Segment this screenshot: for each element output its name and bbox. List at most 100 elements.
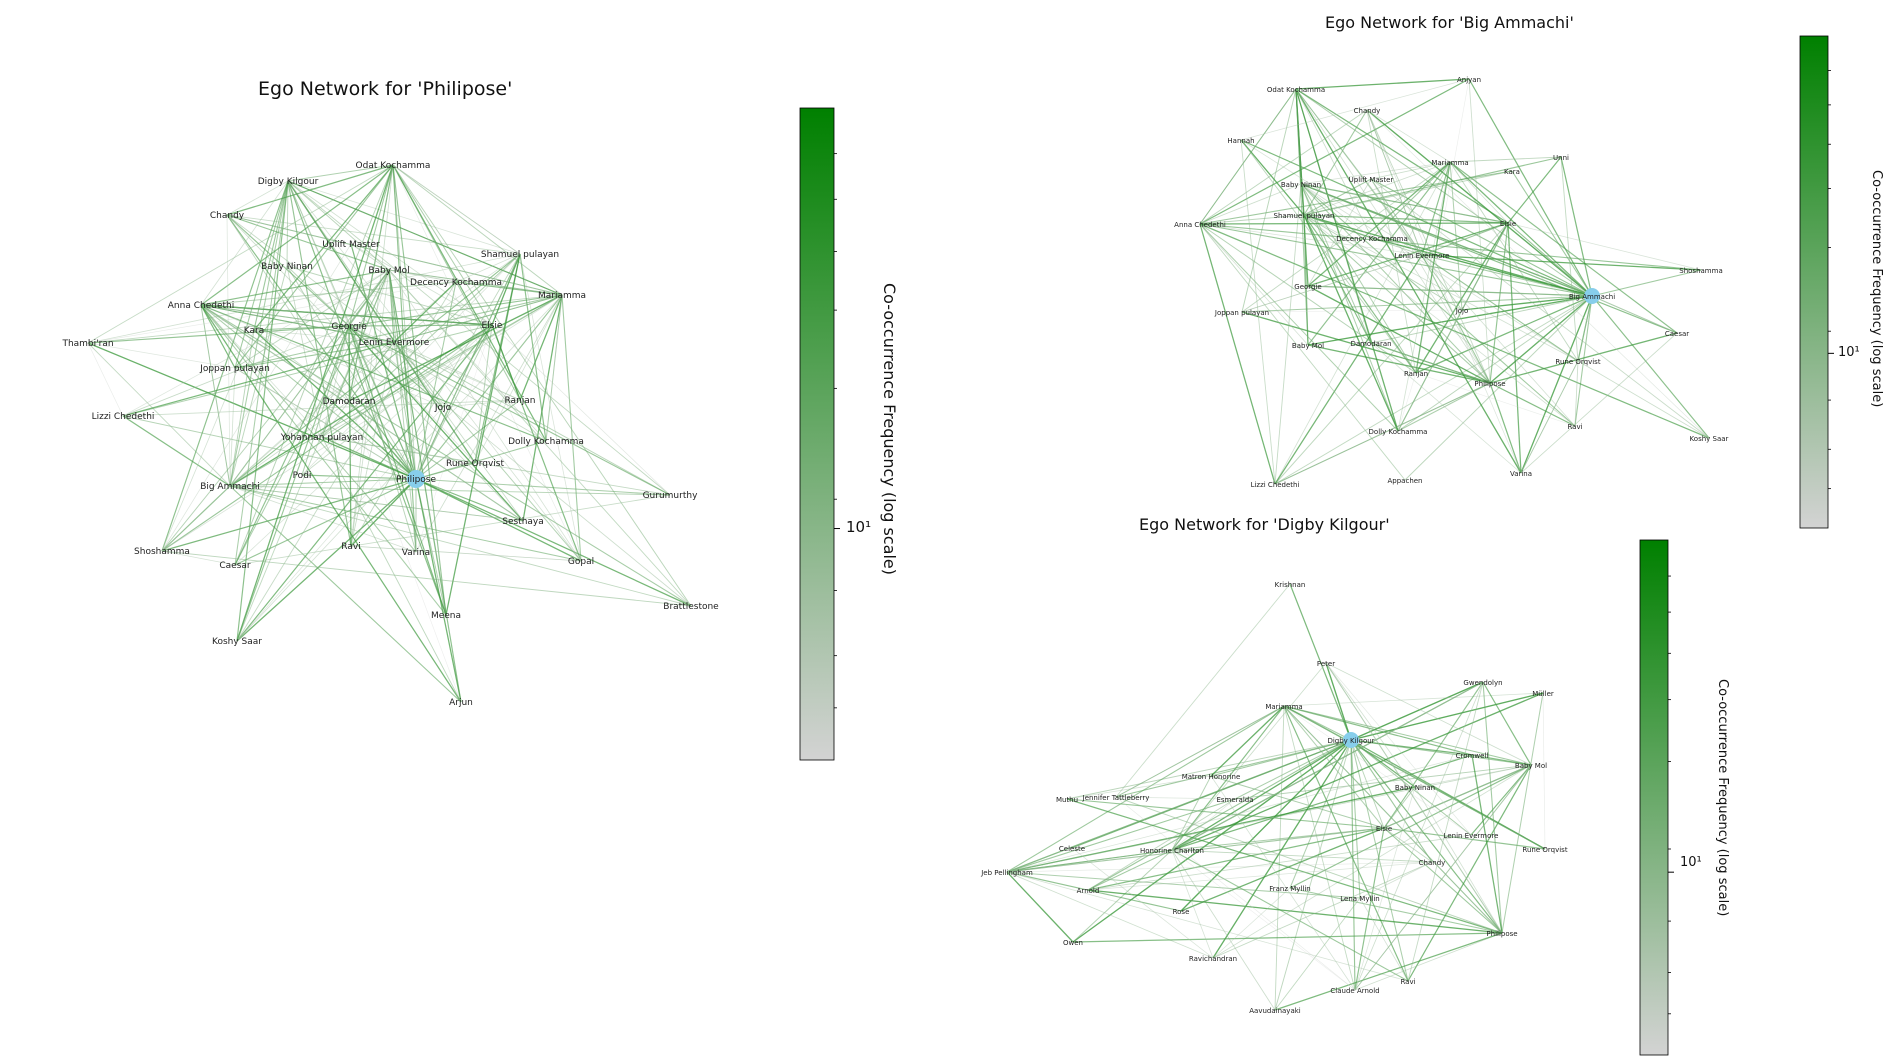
- edge-1-95: [1295, 88, 1305, 216]
- edge-0-134: [393, 253, 521, 343]
- edge-2-55: [1171, 849, 1433, 863]
- edge-2-31: [1210, 705, 1285, 777]
- edge-1-130: [1199, 223, 1399, 432]
- edge-0-75: [348, 294, 563, 402]
- edge-2-132: [1115, 705, 1285, 798]
- edge-0-37: [229, 265, 288, 487]
- edge-1-2: [1366, 109, 1593, 297]
- edge-1-49: [1421, 161, 1451, 256]
- edge-2-130: [1212, 887, 1291, 959]
- edge-0-205: [200, 304, 462, 703]
- edge-0-173: [87, 325, 350, 344]
- edge-2-67: [1006, 871, 1182, 912]
- edge-2-118: [1542, 692, 1546, 850]
- edge-1-87: [1300, 183, 1509, 224]
- edge-2-46: [1087, 827, 1385, 891]
- edge-2-124: [1354, 681, 1484, 991]
- edge-2-93: [1087, 889, 1503, 934]
- edge-0-100: [287, 180, 352, 547]
- edge-1-160: [1300, 183, 1579, 362]
- edge-0-209: [122, 399, 521, 417]
- edge-2-72: [1482, 681, 1532, 766]
- node-label-1-29: Appachen: [1388, 477, 1423, 485]
- edge-0-200: [200, 304, 231, 487]
- edge-0-192: [200, 281, 457, 306]
- node-label-2-6: Cromwell: [1456, 752, 1489, 760]
- edge-1-1: [1468, 78, 1593, 297]
- edge-0-231: [234, 367, 417, 480]
- edge-1-146: [1370, 178, 1710, 439]
- edge-1-21: [1577, 295, 1593, 362]
- edge-0-221: [348, 164, 394, 402]
- edge-2-51: [1171, 692, 1544, 851]
- edge-1-92: [1300, 183, 1576, 427]
- edge-1-163: [1397, 372, 1417, 432]
- node-label-1-14: Lenin Evermore: [1395, 252, 1450, 260]
- node-label-0-6: Baby Ninan: [261, 262, 313, 272]
- edge-2-85: [1482, 681, 1503, 934]
- edge-0-147: [350, 341, 395, 547]
- edge-2-81: [1212, 764, 1532, 959]
- node-label-0-19: Ranjan: [505, 396, 536, 406]
- edge-2-117: [1325, 662, 1472, 836]
- edge-0-212: [545, 294, 563, 442]
- edge-0-79: [474, 294, 563, 464]
- edge-1-36: [1489, 332, 1678, 384]
- ego-node-0: [407, 470, 425, 488]
- edge-1-103: [1303, 214, 1309, 346]
- edge-0-110: [234, 164, 394, 369]
- edge-0-219: [161, 243, 352, 552]
- node-label-2-20: Arnold: [1077, 887, 1100, 895]
- edge-0-118: [392, 164, 447, 616]
- edge-0-156: [348, 269, 390, 402]
- edge-0-229: [415, 324, 493, 553]
- edge-2-95: [1072, 932, 1503, 943]
- edge-1-44: [1449, 156, 1562, 163]
- edge-1-155: [1366, 109, 1417, 374]
- edge-1-105: [1303, 214, 1579, 362]
- edge-0-105: [392, 164, 521, 255]
- edge-2-106: [1006, 739, 1352, 873]
- edge-0-241: [200, 180, 289, 306]
- edge-2-108: [1359, 897, 1409, 982]
- edge-1-100: [1303, 178, 1372, 216]
- edge-0-22: [415, 462, 476, 480]
- edge-1-40: [1397, 382, 1491, 432]
- edge-0-9: [200, 304, 417, 480]
- edge-2-64: [1006, 827, 1385, 873]
- edge-1-134: [1560, 156, 1579, 362]
- edge-0-146: [393, 341, 524, 522]
- edge-1-99: [1303, 170, 1513, 216]
- edge-0-109: [87, 164, 394, 344]
- edge-2-127: [1283, 705, 1503, 934]
- edge-1-144: [1300, 183, 1373, 239]
- edge-0-227: [122, 269, 390, 417]
- edge-2-22: [1180, 739, 1352, 912]
- node-label-1-26: Dolly Kochamma: [1369, 428, 1428, 436]
- edge-2-38: [1383, 681, 1484, 829]
- edge-0-86: [287, 164, 394, 182]
- edge-1-53: [1449, 161, 1678, 334]
- edge-0-19: [122, 415, 417, 480]
- edge-2-91: [1115, 796, 1503, 934]
- edge-0-130: [519, 253, 582, 562]
- edge-0-166: [388, 269, 462, 703]
- edge-0-8: [415, 294, 563, 480]
- edge-0-93: [234, 180, 289, 369]
- colorbar-tick-big-ammachi: 10¹: [1838, 345, 1860, 360]
- edge-2-104: [1283, 705, 1546, 850]
- edge-1-59: [1295, 88, 1509, 224]
- edge-1-16: [1241, 295, 1593, 313]
- edge-2-96: [1354, 932, 1503, 991]
- edge-0-44: [87, 342, 231, 487]
- edge-1-126: [1199, 222, 1509, 225]
- node-label-0-14: Lenin Evermore: [359, 338, 430, 348]
- edge-0-50: [161, 485, 231, 552]
- edge-0-216: [161, 485, 231, 552]
- edge-2-40: [1383, 764, 1532, 829]
- edge-0-28: [234, 478, 417, 566]
- edge-2-10: [1115, 739, 1352, 798]
- edge-0-82: [161, 294, 563, 552]
- node-label-1-19: Caesar: [1665, 330, 1689, 338]
